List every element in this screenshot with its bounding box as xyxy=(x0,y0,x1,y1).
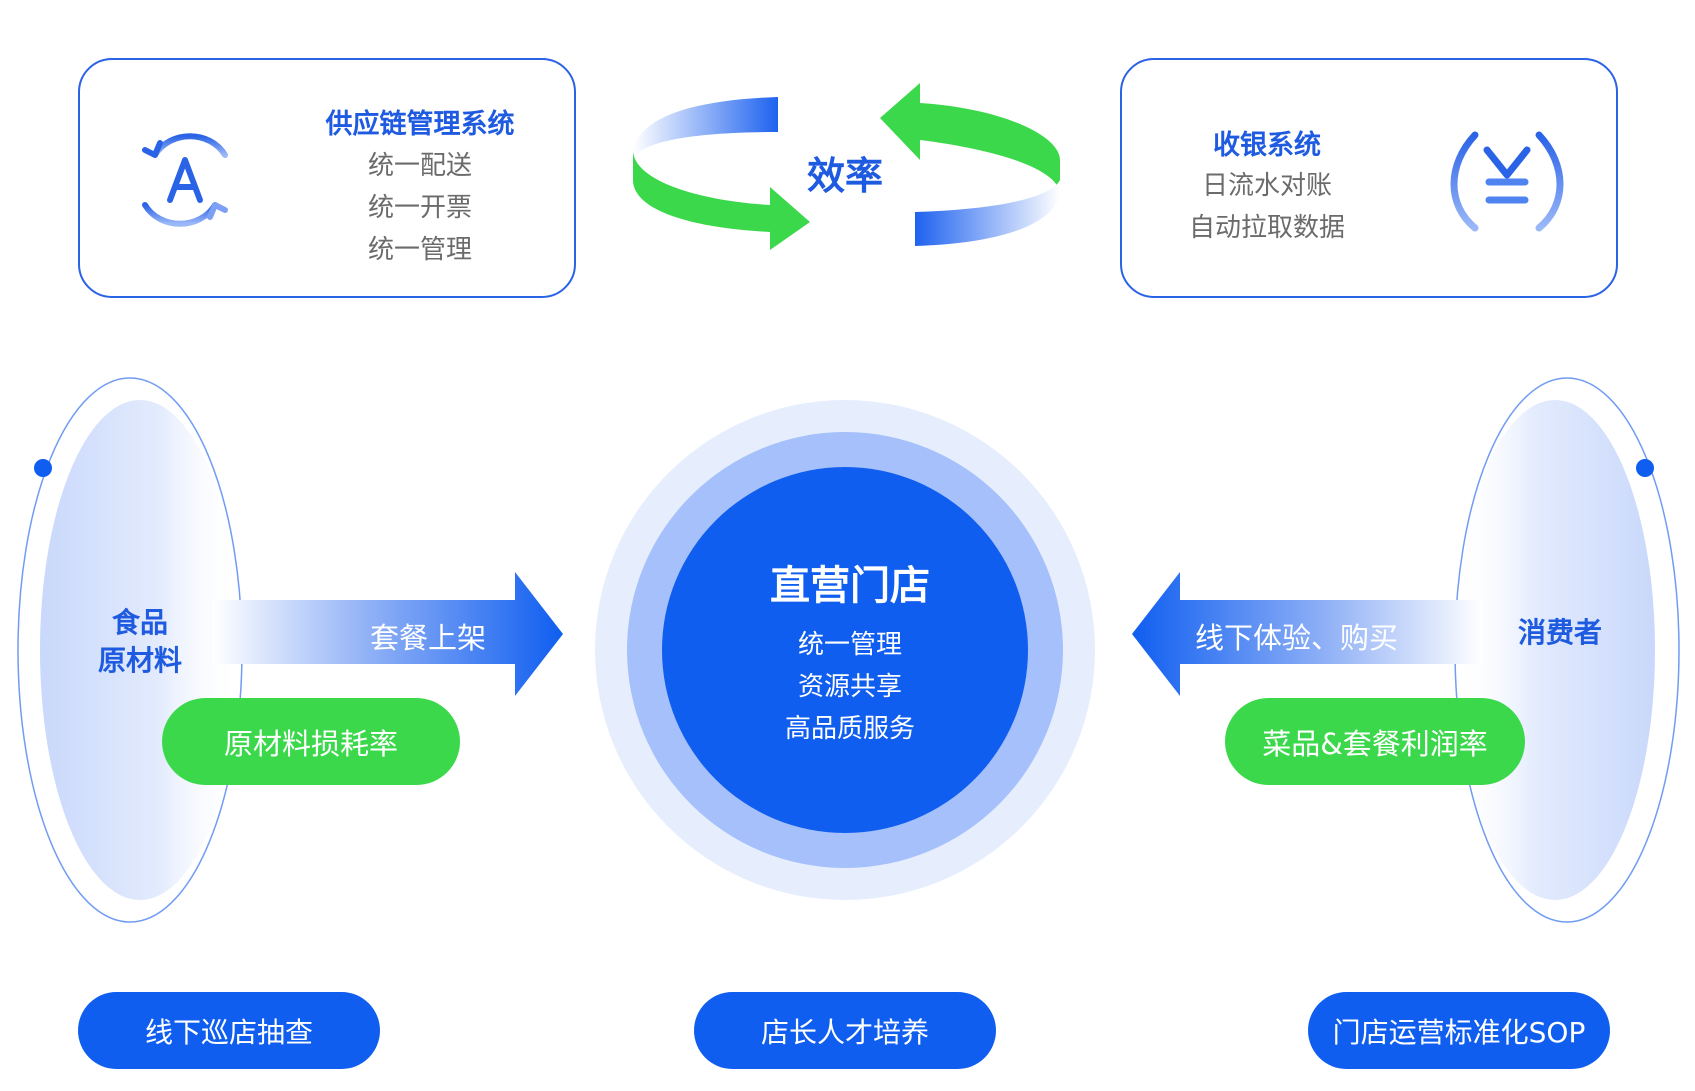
cycle-left-blue-band xyxy=(633,97,778,160)
left-label-line-2: 原材料 xyxy=(97,644,182,677)
left-label-line-1: 食品 xyxy=(111,606,168,639)
left-ring-dot xyxy=(34,459,52,477)
a-cycle-icon xyxy=(142,133,228,227)
right-arrow xyxy=(1132,572,1483,696)
supply-chain-card: 供应链管理系统 统一配送 统一开票 统一管理 xyxy=(78,58,576,298)
center-line-2: 资源共享 xyxy=(797,672,902,702)
supply-chain-line-2: 统一开票 xyxy=(367,193,472,223)
right-label: 消费者 xyxy=(1517,616,1602,649)
bottom-pill-training: 店长人才培养 xyxy=(694,992,996,1069)
center-line-3: 高品质服务 xyxy=(784,714,915,744)
right-green-pill: 菜品&套餐利润率 xyxy=(1225,698,1525,785)
cycle-right-green-band xyxy=(880,83,1060,195)
right-arrow-label: 线下体验、购买 xyxy=(1195,621,1399,655)
bottom-pill-sop: 门店运营标准化SOP xyxy=(1308,992,1610,1069)
cycle-left-green-band xyxy=(633,150,810,250)
center-title: 直营门店 xyxy=(770,563,930,609)
left-arrow-label: 套餐上架 xyxy=(370,621,487,655)
center-line-1: 统一管理 xyxy=(797,630,902,660)
cashier-card: 收银系统 日流水对账 自动拉取数据 xyxy=(1120,58,1618,298)
center-inner-circle xyxy=(662,467,1028,833)
cashier-title: 收银系统 xyxy=(1213,130,1321,161)
right-ring-dot xyxy=(1636,459,1654,477)
supply-chain-line-3: 统一管理 xyxy=(367,235,472,265)
cycle-right-blue-band xyxy=(915,180,1060,246)
left-arrow xyxy=(212,572,563,696)
yen-icon xyxy=(1450,121,1564,239)
supply-chain-title: 供应链管理系统 xyxy=(325,109,515,140)
efficiency-label: 效率 xyxy=(806,154,883,198)
bottom-pill-inspection: 线下巡店抽查 xyxy=(78,992,380,1069)
cashier-line-1: 日流水对账 xyxy=(1201,171,1332,201)
supply-chain-line-1: 统一配送 xyxy=(367,151,472,181)
cashier-line-2: 自动拉取数据 xyxy=(1188,213,1345,243)
left-green-pill: 原材料损耗率 xyxy=(162,698,460,785)
